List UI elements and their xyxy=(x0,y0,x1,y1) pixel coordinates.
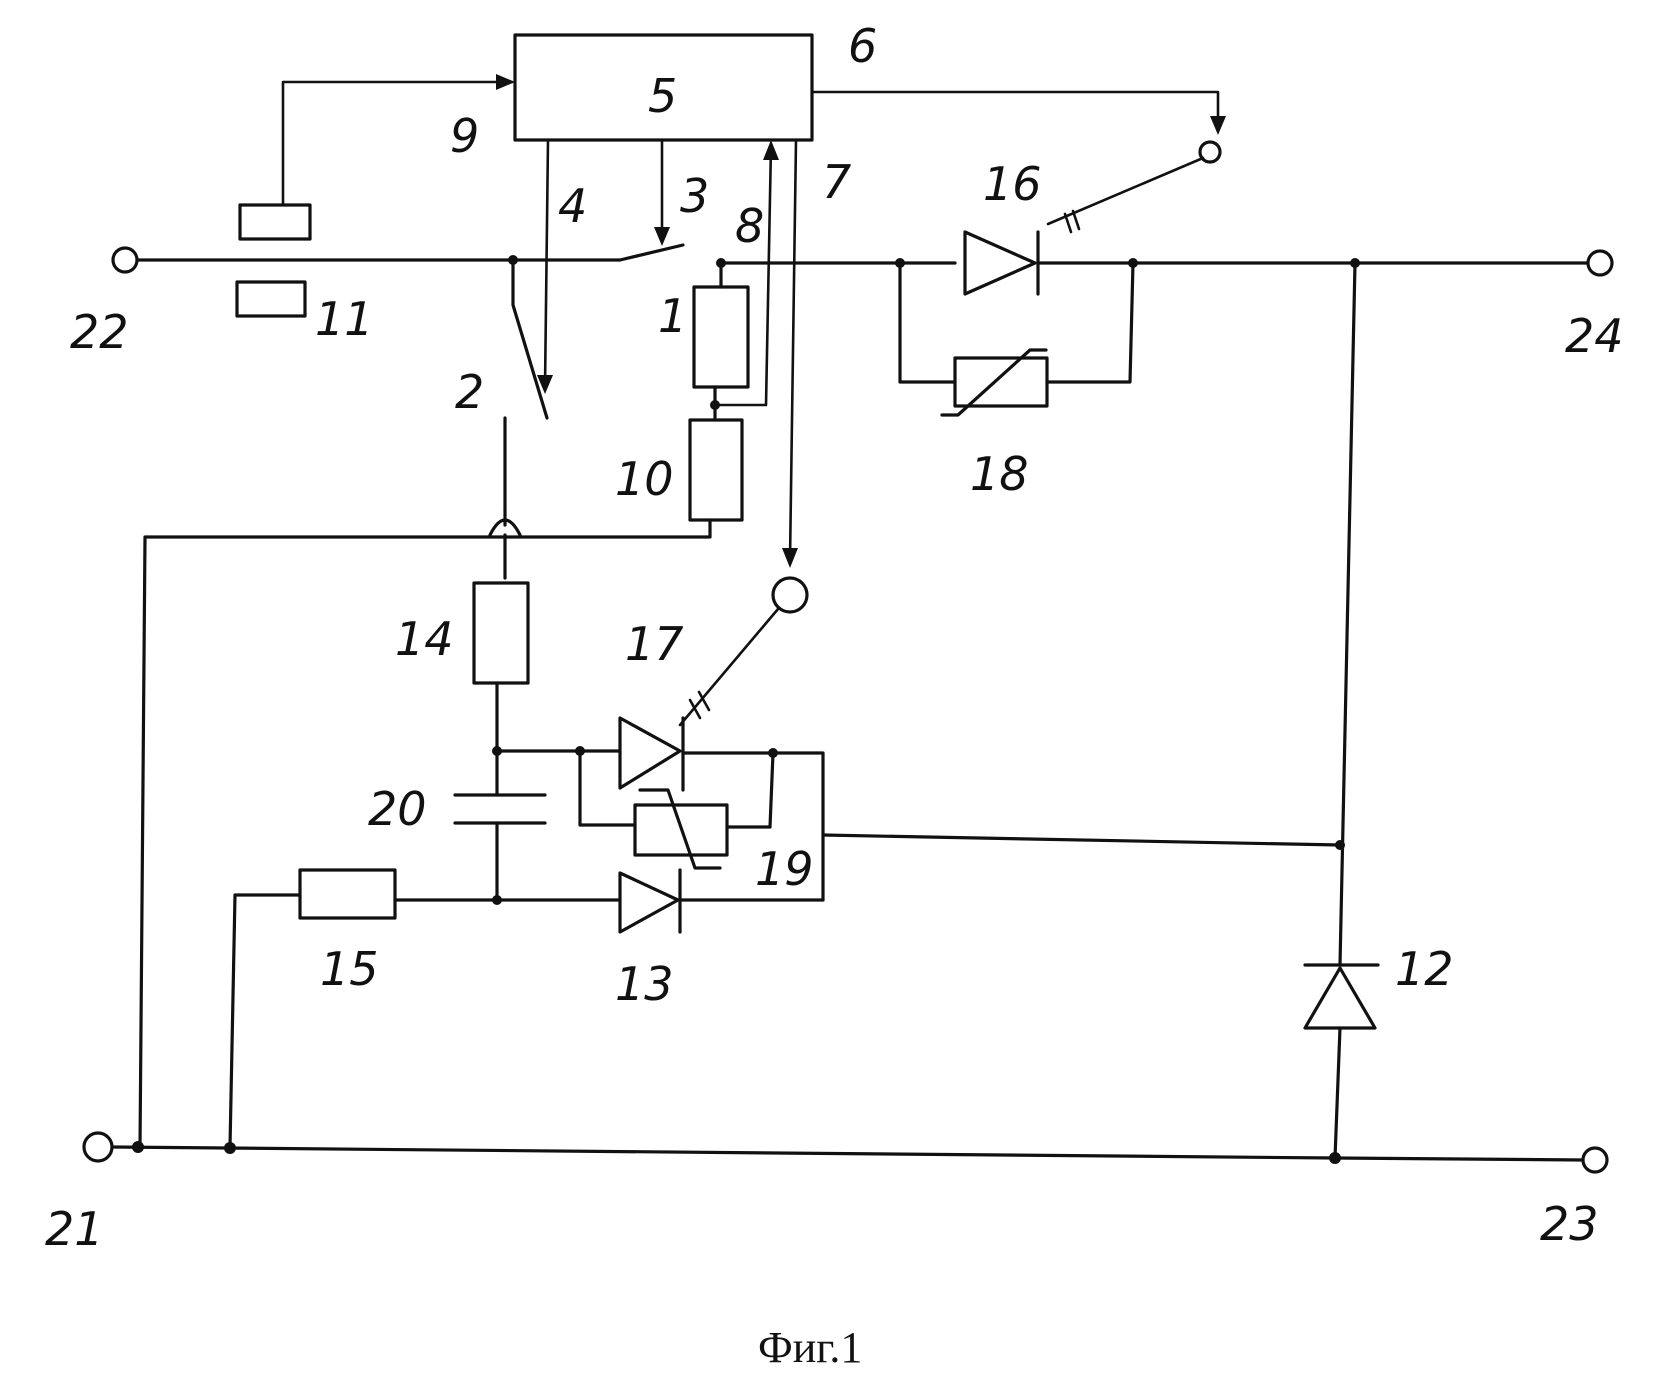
label-18: 18 xyxy=(970,447,1029,501)
resistor-14 xyxy=(474,583,528,683)
arrow-head-3 xyxy=(654,227,670,246)
signal-line-6 xyxy=(812,92,1218,128)
varistor-19-right-lead xyxy=(727,753,773,827)
signal-line-4 xyxy=(545,140,548,388)
label-13: 13 xyxy=(615,957,674,1011)
label-23: 23 xyxy=(1540,1197,1599,1251)
label-8: 8 xyxy=(735,199,764,253)
figure-caption: Фиг.1 xyxy=(758,1323,862,1372)
arrow-head-7 xyxy=(782,548,798,568)
label-3: 3 xyxy=(680,169,709,223)
label-21: 21 xyxy=(45,1202,104,1256)
signal-line-8 xyxy=(715,145,771,405)
varistor-18-left-lead xyxy=(900,263,955,382)
resistor-10 xyxy=(690,420,742,520)
thyristor-17 xyxy=(620,718,680,788)
capacitor-20 xyxy=(455,795,545,823)
arrow-head-8 xyxy=(763,140,779,160)
label-6: 6 xyxy=(848,19,877,73)
label-5: 5 xyxy=(648,69,677,123)
label-17: 17 xyxy=(625,617,684,671)
gate-lead-16 xyxy=(1048,158,1203,224)
label-1: 1 xyxy=(658,289,687,343)
wire-to-diode-12 xyxy=(823,835,1340,845)
label-14: 14 xyxy=(395,612,454,666)
resistor-15 xyxy=(300,870,395,918)
label-20: 20 xyxy=(368,782,427,836)
rail-bottom xyxy=(112,1147,1583,1160)
junction-diode12-bottom xyxy=(1329,1152,1341,1164)
switch-1-blade xyxy=(620,245,683,260)
signal-line-7 xyxy=(790,140,796,560)
diode-13 xyxy=(620,873,678,932)
arrow-head-6 xyxy=(1210,116,1226,135)
diode-12 xyxy=(1305,968,1375,1028)
wire-diode12-upper xyxy=(1340,263,1355,965)
label-2: 2 xyxy=(455,365,484,419)
varistor-18 xyxy=(955,358,1047,406)
junction-21-b xyxy=(224,1142,236,1154)
label-15: 15 xyxy=(320,942,379,996)
label-7: 7 xyxy=(822,155,851,209)
resistor-15-left-lead xyxy=(230,895,300,1147)
terminal-24 xyxy=(1588,251,1612,275)
terminal-22 xyxy=(113,248,137,272)
label-4: 4 xyxy=(558,179,587,233)
label-10: 10 xyxy=(615,452,674,506)
varistor-19-left-lead xyxy=(580,751,635,825)
gate-terminal-17 xyxy=(773,578,807,612)
label-12: 12 xyxy=(1395,942,1454,996)
label-19: 19 xyxy=(755,842,814,896)
junction-21-a xyxy=(132,1141,144,1153)
label-16: 16 xyxy=(983,157,1042,211)
switch-2-blade xyxy=(513,260,547,418)
terminal-23 xyxy=(1583,1148,1607,1172)
resistor-1 xyxy=(694,287,748,387)
junction-resistor-divider xyxy=(710,400,720,410)
label-9: 9 xyxy=(450,109,479,163)
sensor-11-lower xyxy=(237,282,305,316)
thyristor-16 xyxy=(965,232,1035,294)
arrow-head-9 xyxy=(496,74,515,90)
terminal-21 xyxy=(84,1133,112,1161)
wire-diode12-lower xyxy=(1335,1028,1340,1158)
varistor-18-right-lead xyxy=(1047,263,1133,382)
label-22: 22 xyxy=(70,305,129,359)
sensor-11-upper xyxy=(240,205,310,239)
label-24: 24 xyxy=(1565,309,1624,363)
label-11: 11 xyxy=(315,292,374,346)
